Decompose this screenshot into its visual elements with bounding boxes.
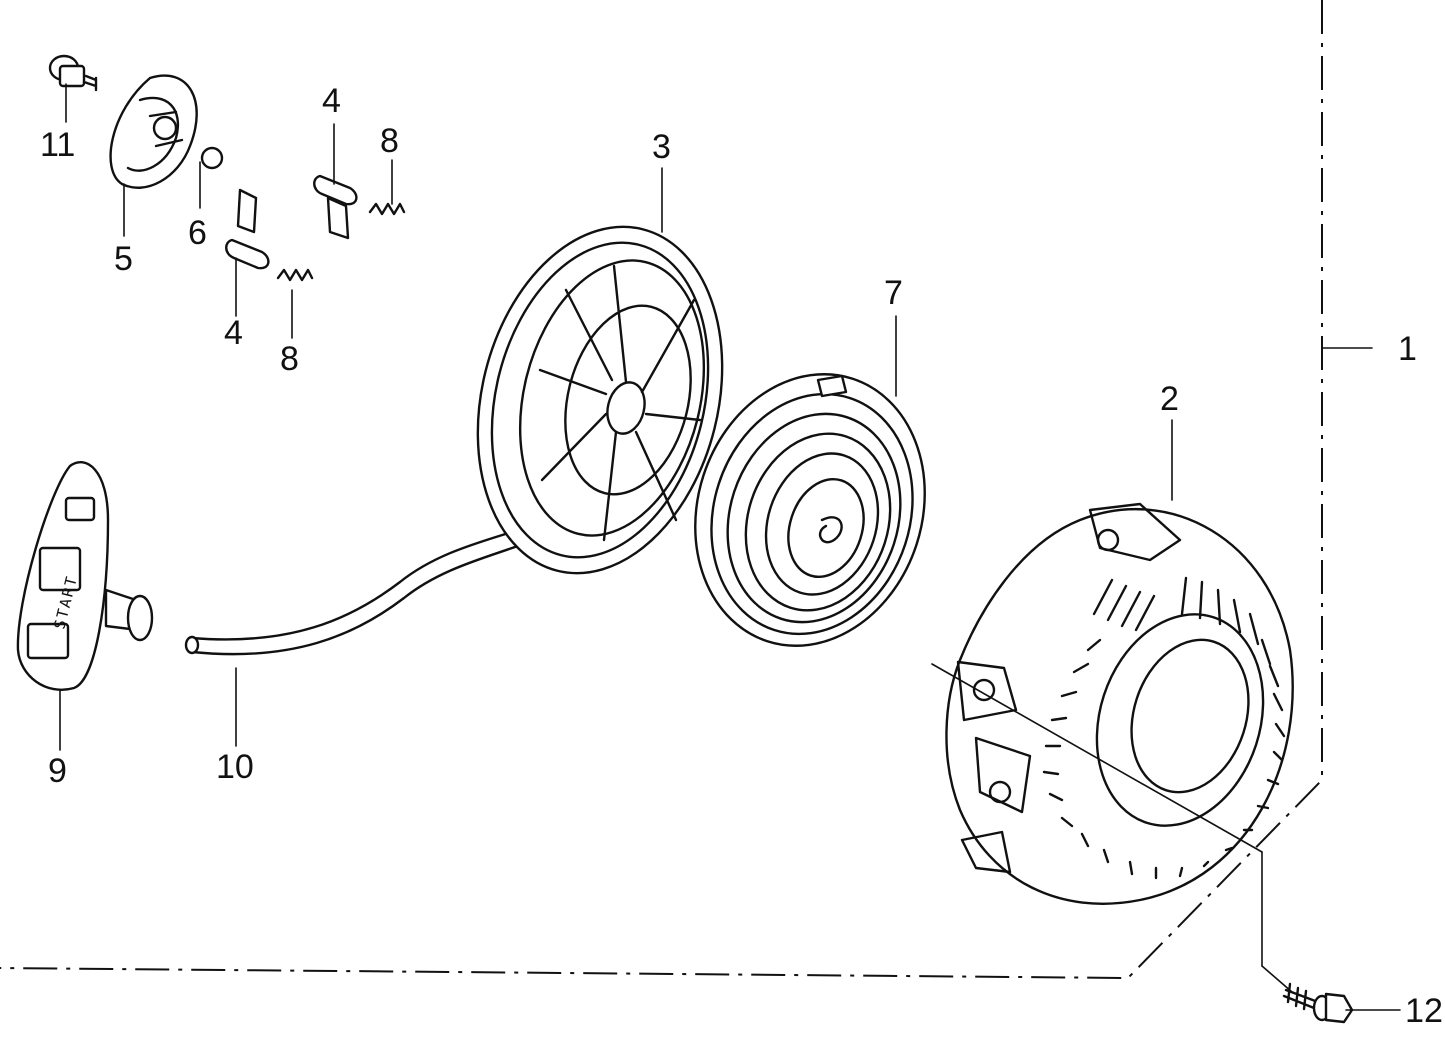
part-6-clip[interactable]: [200, 146, 224, 170]
part-3-recoil-starter-reel[interactable]: [443, 201, 757, 600]
part-8-spring-upper[interactable]: [368, 202, 406, 216]
part-8-spring-lower[interactable]: [276, 268, 314, 282]
callout-4-upper: 4: [322, 82, 341, 120]
part-10-starter-rope[interactable]: [184, 524, 536, 656]
part-4-ratchet-lower[interactable]: [225, 188, 270, 270]
callout-5: 5: [114, 240, 133, 278]
part-4-ratchet-upper[interactable]: [313, 174, 358, 240]
part-11-bolt[interactable]: [48, 54, 98, 92]
leader-lines: [59, 83, 1401, 1011]
callout-6: 6: [188, 214, 207, 252]
part-2-starter-case[interactable]: [945, 502, 1294, 905]
callout-3: 3: [652, 128, 671, 166]
callout-9: 9: [48, 752, 67, 790]
callout-1: 1: [1398, 330, 1417, 368]
callout-8-upper: 8: [380, 122, 399, 160]
callout-12: 12: [1405, 992, 1443, 1030]
callout-8-lower: 8: [280, 340, 299, 378]
callout-4-lower: 4: [224, 314, 243, 352]
part-5-ratchet-guide[interactable]: [109, 74, 198, 189]
callouts: 1 2 3 4 4 5 6 7 8 8 9 10 11 12: [40, 82, 1443, 1030]
assembly-boundary: [0, 0, 1373, 980]
part-7-recoil-spring[interactable]: [661, 344, 959, 676]
callout-7: 7: [884, 274, 903, 312]
callout-11: 11: [40, 126, 75, 164]
callout-10: 10: [216, 748, 254, 786]
part-9-starter-grip[interactable]: START: [16, 461, 154, 691]
part-12-flange-bolt[interactable]: [1282, 982, 1354, 1024]
callout-2: 2: [1160, 380, 1179, 418]
